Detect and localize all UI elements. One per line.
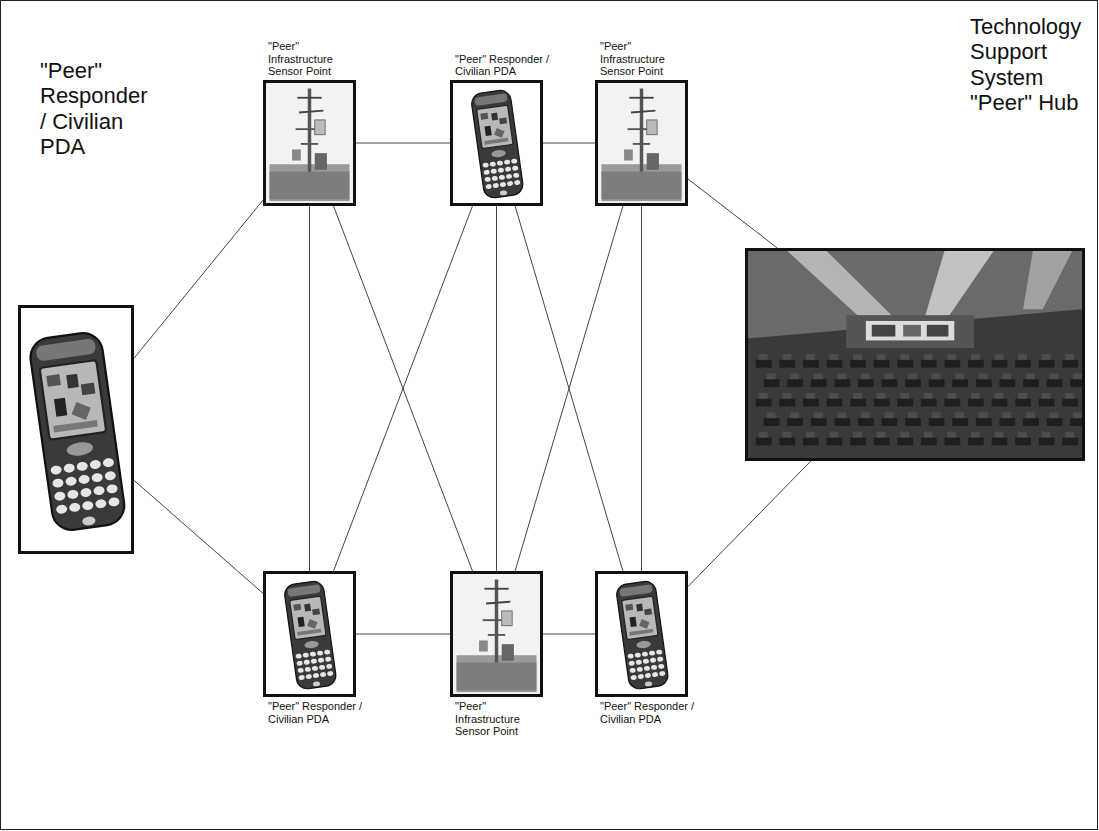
pda-illustration (21, 308, 131, 551)
network-link (688, 461, 811, 587)
node-label: "Peer" Infrastructure Sensor Point (455, 700, 531, 738)
node-label: "Peer" Responder / Civilian PDA (268, 700, 364, 725)
sensor-mast-illustration (598, 83, 685, 203)
peer-image-box: "Peer" Responder / Civilian PDA (263, 571, 356, 697)
peer-image-box: "Peer" Responder / Civilian PDA (18, 305, 134, 554)
node-label: Technology Support System "Peer" Hub (970, 14, 1092, 115)
network-link (515, 206, 623, 571)
network-link (543, 143, 595, 144)
sensor-mast-illustration (266, 83, 353, 203)
peer-image-box: "Peer" Infrastructure Sensor Point (263, 80, 356, 206)
network-link (515, 206, 623, 571)
network-link (334, 206, 473, 571)
node-label: "Peer" Responder / Civilian PDA (40, 58, 152, 159)
network-link (309, 206, 310, 571)
peer-image-box: "Peer" Infrastructure Sensor Point (595, 80, 688, 206)
pda-illustration (266, 574, 353, 694)
node-label: "Peer" Responder / Civilian PDA (455, 53, 551, 78)
network-link (543, 634, 595, 635)
hub-image-box: Technology Support System "Peer" Hub (745, 248, 1085, 461)
peer-image-box: "Peer" Responder / Civilian PDA (595, 571, 688, 697)
node-label: "Peer" Infrastructure Sensor Point (268, 40, 344, 78)
operations-center-illustration (748, 251, 1082, 458)
network-link (134, 200, 263, 358)
node-label: "Peer" Responder / Civilian PDA (600, 700, 696, 725)
node-label: "Peer" Infrastructure Sensor Point (600, 40, 676, 78)
network-link (334, 206, 473, 571)
network-link (134, 480, 263, 593)
network-link (641, 206, 642, 571)
network-link (496, 206, 497, 571)
network-link (356, 634, 450, 635)
pda-illustration (453, 83, 540, 203)
peer-image-box: "Peer" Responder / Civilian PDA (450, 80, 543, 206)
pda-illustration (598, 574, 685, 694)
network-link (688, 179, 777, 248)
peer-image-box: "Peer" Infrastructure Sensor Point (450, 571, 543, 697)
network-link (356, 143, 450, 144)
sensor-mast-illustration (453, 574, 540, 694)
